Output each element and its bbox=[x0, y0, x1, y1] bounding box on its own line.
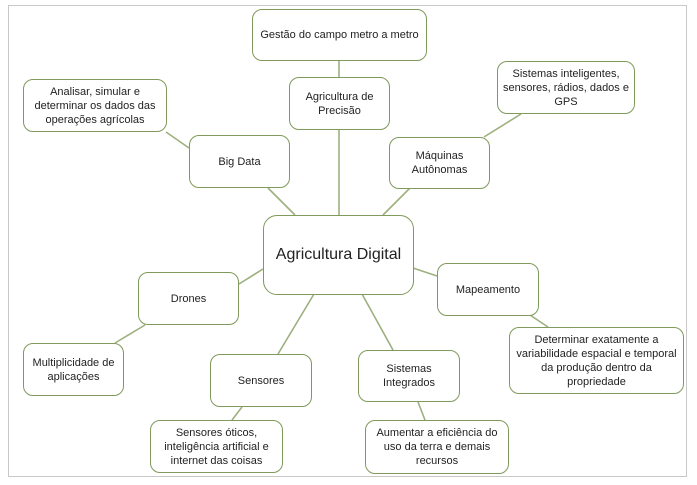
node-maquinas-autonomas: Máquinas Autônomas bbox=[389, 137, 490, 189]
node-sensores-oticos: Sensores óticos, inteligência artificial… bbox=[150, 420, 283, 473]
link-center-sensores bbox=[277, 293, 315, 355]
node-label: Aumentar a eficiência do uso da terra e … bbox=[376, 427, 498, 467]
link-drones-multiplicidade bbox=[114, 324, 146, 344]
node-label: Sensores óticos, inteligência artificial… bbox=[164, 426, 269, 467]
node-sensores: Sensores bbox=[210, 354, 312, 407]
node-label: Drones bbox=[170, 292, 207, 305]
node-label: Mapeamento bbox=[455, 283, 521, 296]
node-label: Máquinas Autônomas bbox=[411, 150, 468, 176]
node-label: Determinar exatamente a variabilidade es… bbox=[516, 333, 677, 388]
node-gestao: Gestão do campo metro a metro bbox=[252, 9, 427, 61]
central-label: Agricultura Digital bbox=[275, 246, 402, 263]
link-mapeamento-determinar bbox=[529, 314, 549, 328]
node-label: Gestão do campo metro a metro bbox=[260, 29, 419, 41]
node-sistemas-inteligentes: Sistemas inteligentes, sensores, rádios,… bbox=[497, 61, 635, 114]
node-label: Sensores bbox=[237, 374, 285, 387]
node-label: Sistemas inteligentes, sensores, rádios,… bbox=[503, 67, 629, 108]
link-sensores-oticos bbox=[231, 406, 243, 421]
node-multiplicidade: Multiplicidade de aplicações bbox=[23, 343, 124, 396]
link-center-maquinas bbox=[382, 187, 411, 216]
node-label: Multiplicidade de aplicações bbox=[32, 356, 115, 383]
node-label: Big Data bbox=[218, 155, 261, 168]
node-drones: Drones bbox=[138, 272, 239, 325]
node-label: Analisar, simular e determinar os dados … bbox=[34, 85, 156, 126]
node-label: Agricultura de Precisão bbox=[305, 90, 374, 117]
link-center-drones bbox=[238, 268, 264, 285]
node-aumentar: Aumentar a eficiência do uso da terra e … bbox=[365, 420, 509, 474]
node-determinar: Determinar exatamente a variabilidade es… bbox=[509, 327, 684, 394]
node-agricultura-precisao: Agricultura de Precisão bbox=[289, 77, 390, 130]
link-center-mapeamento bbox=[412, 267, 438, 277]
link-bigdata-analisar bbox=[165, 131, 190, 149]
node-analisar: Analisar, simular e determinar os dados … bbox=[23, 79, 167, 132]
node-agricultura-digital: Agricultura Digital bbox=[263, 215, 414, 295]
node-sistemas-integrados: Sistemas Integrados bbox=[358, 350, 460, 402]
link-center-bigdata bbox=[267, 187, 296, 216]
node-big-data: Big Data bbox=[189, 135, 290, 188]
link-center-sistemas bbox=[361, 293, 394, 351]
node-label: Sistemas Integrados bbox=[383, 363, 435, 389]
link-maquinas-sistemas bbox=[483, 113, 522, 138]
link-sistemas-aumentar bbox=[417, 401, 426, 421]
node-mapeamento: Mapeamento bbox=[437, 263, 539, 316]
